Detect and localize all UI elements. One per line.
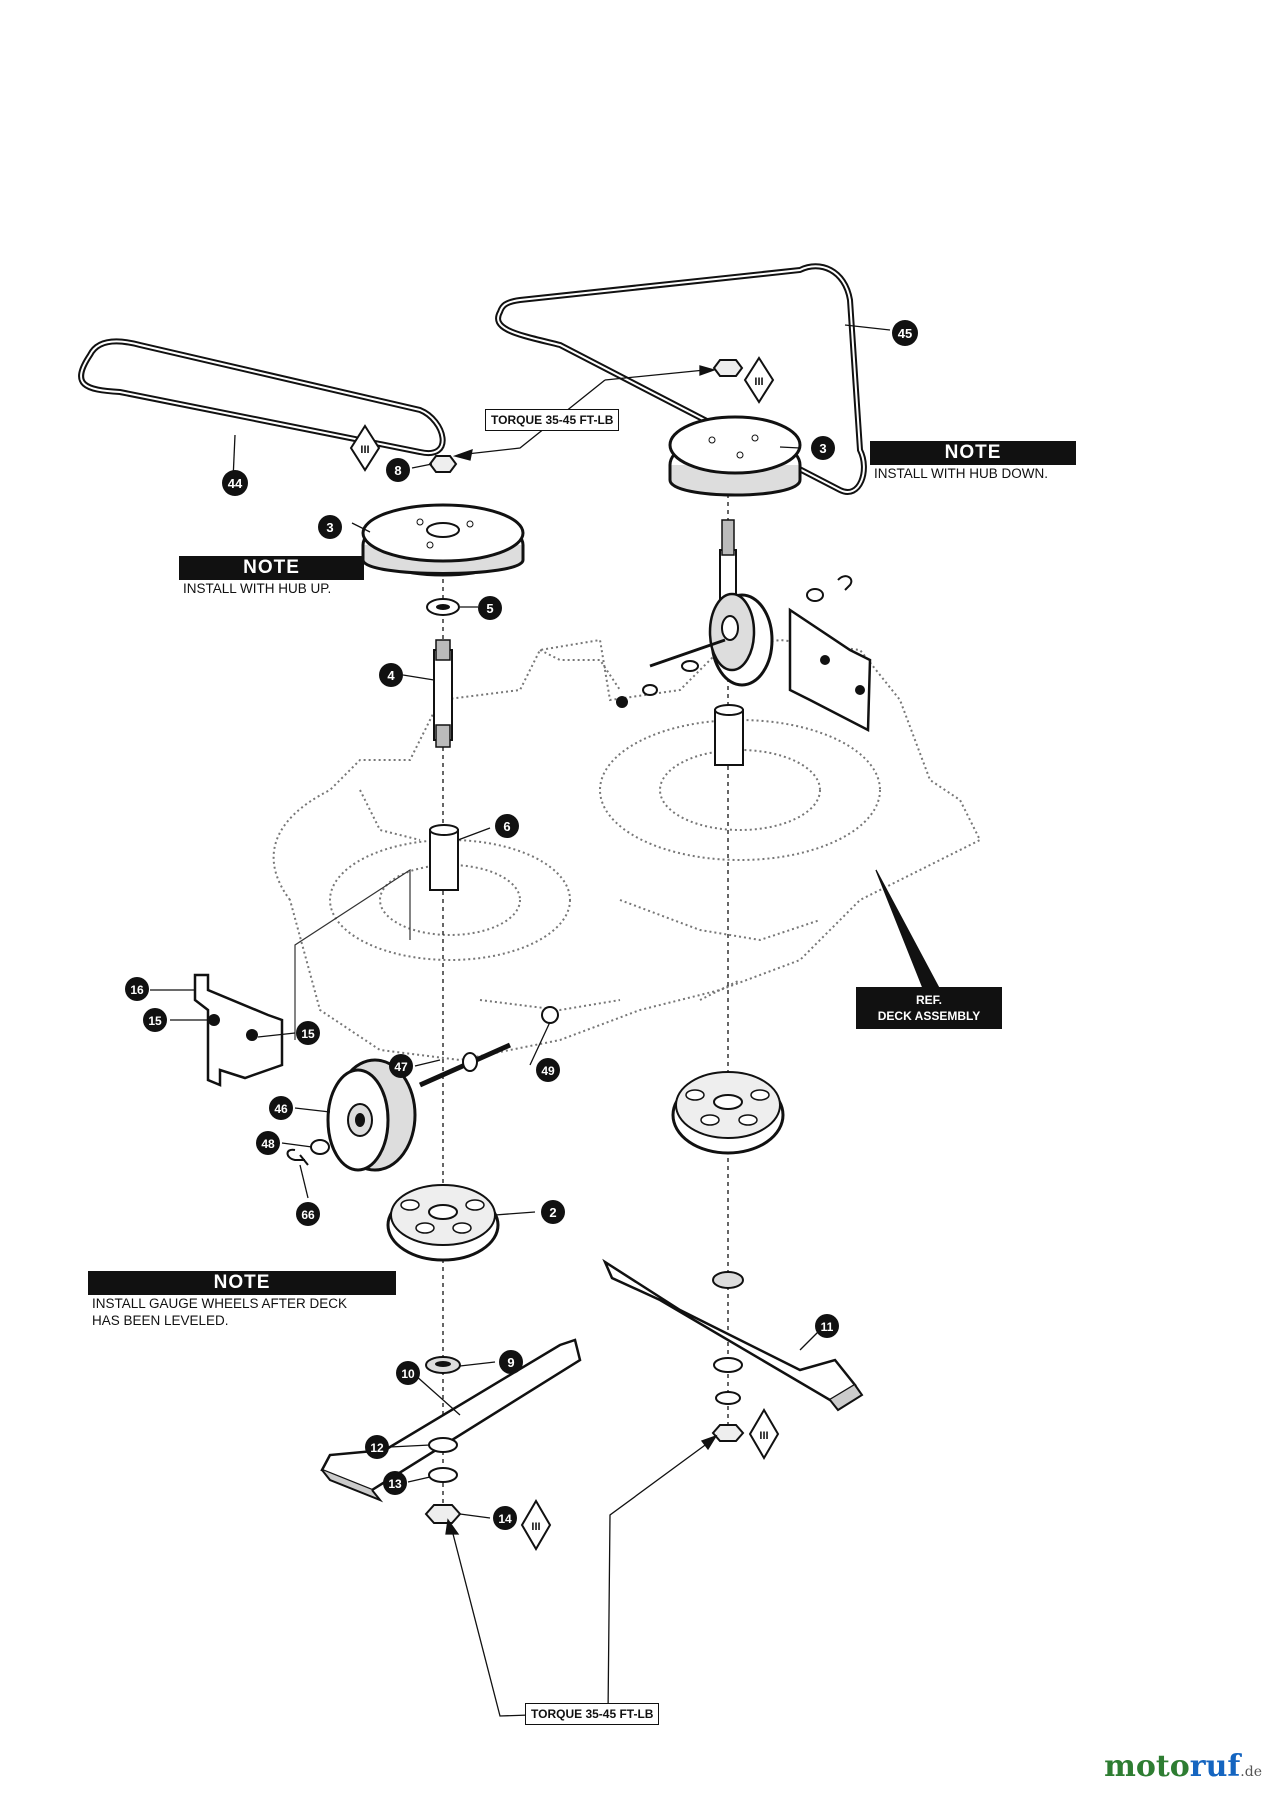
svg-text:III: III [754,376,763,388]
brand-tld: .de [1240,1764,1262,1780]
svg-text:49: 49 [541,1064,555,1078]
torque-label-bottom: TORQUE 35-45 FT-LB [525,1703,660,1725]
note-title: NOTE [870,441,1076,465]
callout-10: 10 [396,1361,420,1385]
svg-text:4: 4 [387,668,395,683]
svg-text:8: 8 [394,463,401,478]
brand-logo: motoruf.de [1104,1749,1262,1784]
torque-symbol-4: III [748,1408,780,1460]
torque-symbol-2: III [743,356,775,404]
ref-deck-assembly-label: REF. DECK ASSEMBLY [856,987,1002,1029]
note-hub-up: NOTE INSTALL WITH HUB UP. [179,556,364,597]
svg-text:III: III [759,1430,768,1442]
svg-text:5: 5 [486,601,493,616]
callout-15-left: 15 [143,1008,167,1032]
callout-3-right: 3 [811,436,835,460]
torque-symbol-1: III [349,424,381,472]
svg-text:3: 3 [819,441,826,456]
callout-45: 45 [892,320,918,346]
right-gauge-wheel-assembly [616,575,872,733]
svg-text:III: III [360,444,369,456]
nut-8-part [428,455,458,473]
note-title: NOTE [88,1271,396,1295]
note-hub-down: NOTE INSTALL WITH HUB DOWN. [870,441,1076,482]
ref-line1: REF. [915,993,942,1007]
callout-49: 49 [536,1058,560,1082]
svg-text:9: 9 [507,1355,514,1370]
callout-9: 9 [499,1350,523,1374]
svg-text:66: 66 [301,1208,315,1222]
note-text-line2: HAS BEEN LEVELED. [92,1313,229,1328]
svg-text:45: 45 [898,326,912,341]
svg-text:44: 44 [228,476,243,491]
left-spindle-assembly [320,455,582,1524]
svg-text:48: 48 [261,1137,275,1151]
callout-15-right: 15 [296,1021,320,1045]
callout-14: 14 [493,1506,517,1530]
svg-text:15: 15 [148,1014,162,1028]
callout-11: 11 [815,1314,839,1338]
callout-44: 44 [222,470,248,496]
svg-text:10: 10 [401,1367,415,1381]
callout-6: 6 [495,814,519,838]
callout-13: 13 [383,1471,407,1495]
note-text-line1: INSTALL GAUGE WHEELS AFTER DECK [92,1296,348,1311]
callout-16: 16 [125,977,149,1001]
note-text: INSTALL WITH HUB UP. [183,581,332,596]
svg-text:2: 2 [549,1205,556,1220]
callout-47: 47 [389,1054,413,1078]
callout-48: 48 [256,1131,280,1155]
callout-2: 2 [541,1200,565,1224]
ref-line2: DECK ASSEMBLY [877,1009,981,1023]
svg-text:13: 13 [388,1477,402,1491]
brand-part1: moto [1104,1749,1190,1784]
callout-8: 8 [386,458,410,482]
note-text: INSTALL WITH HUB DOWN. [874,466,1049,481]
callout-46: 46 [269,1096,293,1120]
belt-45 [495,263,867,495]
svg-text:15: 15 [301,1027,315,1041]
right-spindle-assembly [602,359,864,1442]
svg-text:14: 14 [498,1512,512,1526]
callout-66: 66 [296,1202,320,1226]
svg-text:46: 46 [274,1102,288,1116]
note-gauge-wheels: NOTE INSTALL GAUGE WHEELS AFTER DECK HAS… [88,1271,396,1329]
left-gauge-wheel-assembly [193,868,559,1172]
callout-12: 12 [365,1435,389,1459]
svg-text:47: 47 [394,1060,408,1074]
callout-4: 4 [379,663,403,687]
torque-symbol-3: III [520,1499,552,1551]
svg-text:6: 6 [503,819,510,834]
svg-text:3: 3 [326,520,333,535]
note-title: NOTE [179,556,364,580]
callout-3-left: 3 [318,515,342,539]
brand-part2: ruf [1189,1749,1241,1784]
svg-text:11: 11 [821,1320,834,1334]
torque-label-top: TORQUE 35-45 FT-LB [485,409,620,431]
callout-5: 5 [478,596,502,620]
belt-44 [78,338,446,457]
svg-text:16: 16 [130,983,144,997]
svg-text:III: III [531,1521,540,1533]
svg-text:12: 12 [370,1441,384,1455]
